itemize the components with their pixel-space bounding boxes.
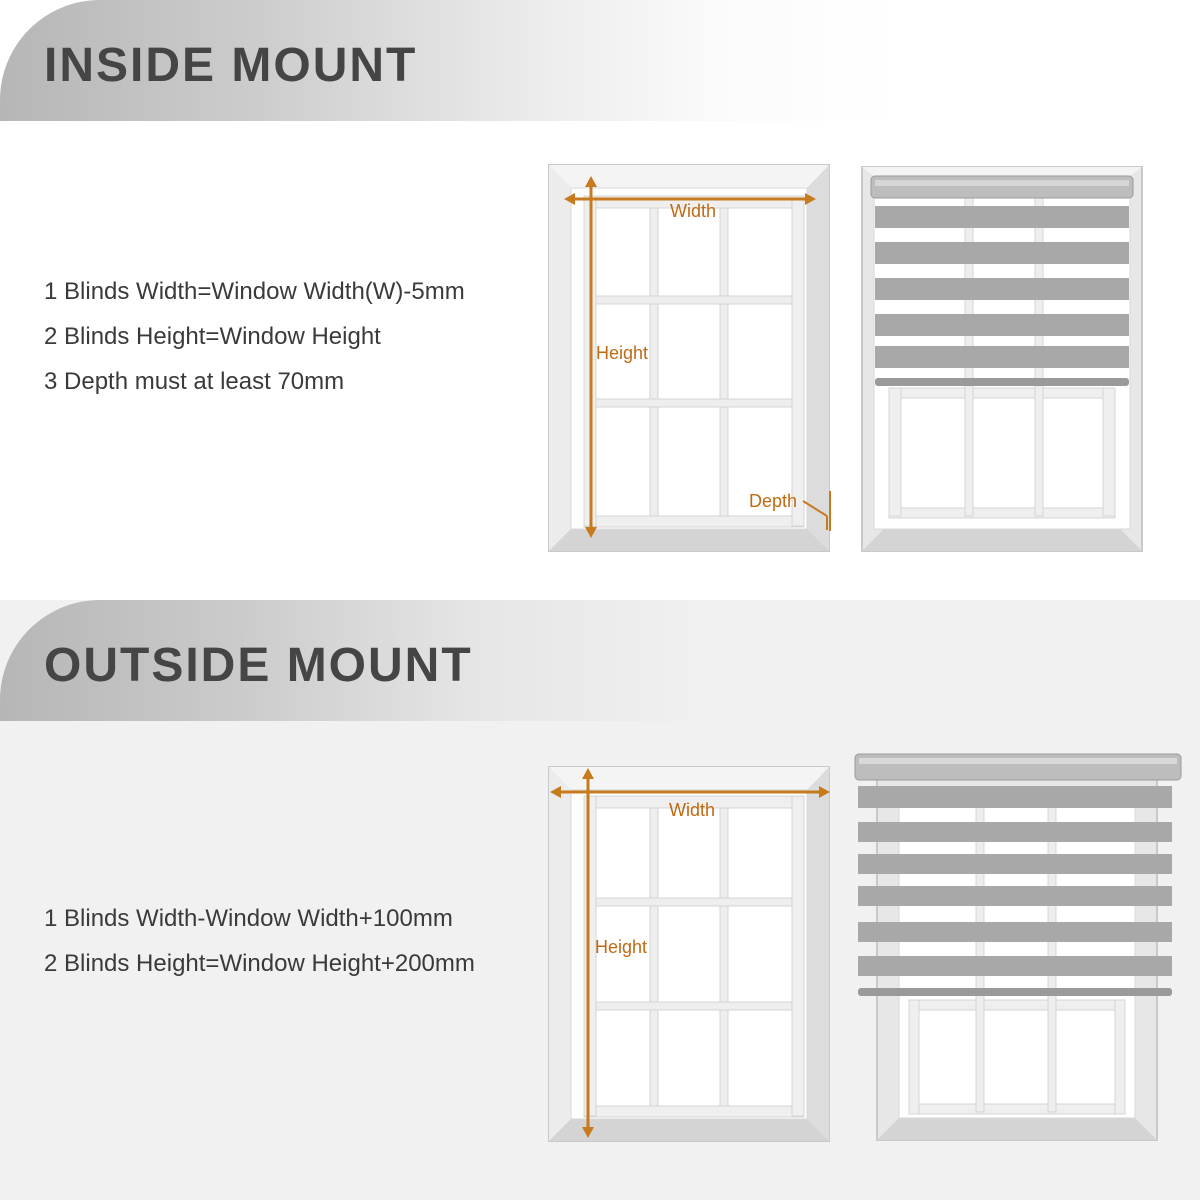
inside-mount-title: INSIDE MOUNT (44, 39, 418, 92)
inside-rule-2: 2 Blinds Height=Window Height (44, 323, 381, 350)
outside-mount-title: OUTSIDE MOUNT (44, 639, 473, 692)
inside-measure-window-figure: Width Height Depth (548, 164, 831, 552)
outside-rule-1: 1 Blinds Width-Window Width+100mm (44, 905, 453, 932)
outside-measure-window-figure: Width Height (548, 766, 830, 1142)
inside-mount-rules: 1 Blinds Width=Window Width(W)-5mm 2 Bli… (44, 269, 465, 404)
roller-blind (870, 175, 1134, 386)
inside-blind-window-figure (861, 166, 1143, 552)
height-dimension-arrow (585, 176, 597, 538)
inside-mount-section: INSIDE MOUNT 1 Blinds Width=Window Width… (0, 0, 1200, 552)
outside-mount-section: OUTSIDE MOUNT 1 Blinds Width-Window Widt… (0, 600, 1200, 1200)
outside-mount-rules: 1 Blinds Width-Window Width+100mm 2 Blin… (44, 896, 475, 986)
depth-label: Depth (749, 491, 797, 511)
width-dimension-arrow (564, 193, 816, 205)
inside-mount-banner (0, 0, 1200, 121)
outside-blind-window-figure (854, 753, 1182, 1141)
roller-blind (854, 753, 1182, 996)
depth-indicator (802, 491, 831, 531)
inside-rule-3: 3 Depth must at least 70mm (44, 368, 345, 395)
width-label: Width (670, 201, 716, 221)
height-dimension-arrow (582, 768, 594, 1138)
outside-mount-banner (0, 600, 1200, 721)
width-label: Width (669, 800, 715, 820)
inside-rule-1: 1 Blinds Width=Window Width(W)-5mm (44, 278, 465, 305)
outside-rule-2: 2 Blinds Height=Window Height+200mm (44, 950, 475, 977)
height-label: Height (596, 343, 648, 363)
width-dimension-arrow (550, 786, 830, 798)
height-label: Height (595, 937, 647, 957)
